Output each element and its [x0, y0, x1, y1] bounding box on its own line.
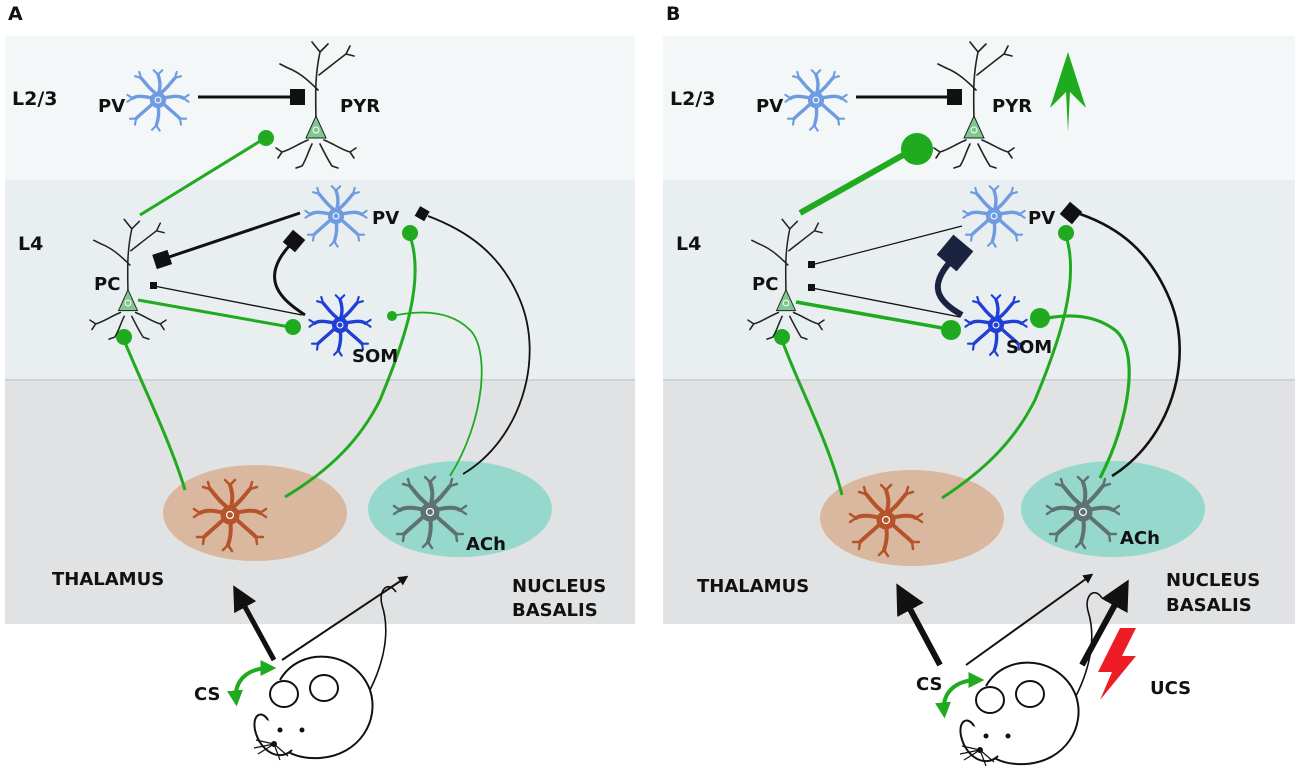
ach-to-pv-synapse — [427, 215, 531, 475]
pyr-label: PYR — [992, 96, 1032, 117]
ach-to-pv-synapse — [1079, 212, 1181, 478]
increase-arrow-icon — [1050, 52, 1086, 132]
ach-label: ACh — [1120, 528, 1160, 549]
ucs-to-nucleus-basalis-arrow — [1079, 579, 1129, 667]
pyr-label: PYR — [340, 96, 380, 117]
thalamus-to-pc-synapse — [780, 339, 844, 496]
pc-to-pyr-synapse — [798, 151, 907, 216]
cs-label: CS — [916, 674, 943, 695]
nucleus-basalis-label-1: NUCLEUS — [512, 576, 606, 597]
panel-letter: A — [8, 3, 23, 25]
thalamus-to-pv-synapse — [284, 235, 417, 499]
som-label: SOM — [1006, 337, 1052, 358]
cs-sound-arrow — [227, 660, 277, 707]
layer-label-l23: L2/3 — [670, 88, 716, 110]
som-to-pc-synapse — [811, 287, 961, 318]
cs-sound-arrow — [935, 672, 985, 719]
som-to-pv-synapse — [934, 260, 964, 318]
ucs-lightning-icon — [1098, 628, 1136, 700]
pc-label: PC — [94, 274, 120, 295]
connections — [774, 89, 1181, 500]
pc-label: PC — [752, 274, 778, 295]
panel-b: B L2/3 L4 THALAMUS NUCLEUS BASALIS — [663, 3, 1295, 767]
layer-band-l23 — [663, 36, 1295, 180]
ach-to-som-synapse — [1047, 314, 1131, 479]
cs-label: CS — [194, 684, 221, 705]
layer-label-l4: L4 — [676, 233, 701, 255]
pv-l23-label: PV — [98, 96, 125, 117]
som-label: SOM — [352, 346, 398, 367]
pv-l4-label: PV — [1028, 208, 1055, 229]
ucs-label: UCS — [1150, 678, 1191, 699]
pv-to-pc-synapse — [814, 225, 963, 265]
layer-label-l23: L2/3 — [12, 88, 58, 110]
cs-to-nucleus-basalis-arrow — [281, 575, 409, 661]
panel-a: A L2/3 L4 THALAMUS NUCLEUS BASALIS — [5, 3, 635, 761]
pc-to-som-synapse — [795, 300, 949, 331]
pc-to-som-synapse — [137, 298, 291, 329]
pv-l23-label: PV — [756, 96, 783, 117]
thalamus-label: THALAMUS — [697, 576, 809, 597]
ach-label: ACh — [466, 534, 506, 555]
layer-band-l23 — [5, 36, 635, 180]
nucleus-basalis-label-1: NUCLEUS — [1166, 570, 1260, 591]
thalamus-to-pc-synapse — [122, 339, 187, 491]
panel-letter: B — [666, 3, 680, 25]
pc-to-pyr-synapse — [139, 138, 263, 217]
nucleus-basalis-label-2: BASALIS — [512, 600, 598, 621]
layer-label-l4: L4 — [18, 233, 43, 255]
ach-to-som-synapse — [391, 311, 483, 477]
cs-to-nucleus-basalis-arrow — [965, 573, 1094, 666]
som-to-pc-synapse — [153, 285, 303, 316]
pv-l4-label: PV — [372, 208, 399, 229]
thalamus-to-pv-synapse — [941, 235, 1073, 500]
pv-to-pc-synapse — [165, 211, 301, 260]
thalamus-label: THALAMUS — [52, 569, 164, 590]
cs-to-thalamus-arrow — [896, 583, 943, 667]
cs-to-thalamus-arrow — [233, 585, 277, 662]
connections — [116, 89, 531, 499]
nucleus-basalis-label-2: BASALIS — [1166, 595, 1252, 616]
som-to-pv-synapse — [273, 243, 306, 317]
